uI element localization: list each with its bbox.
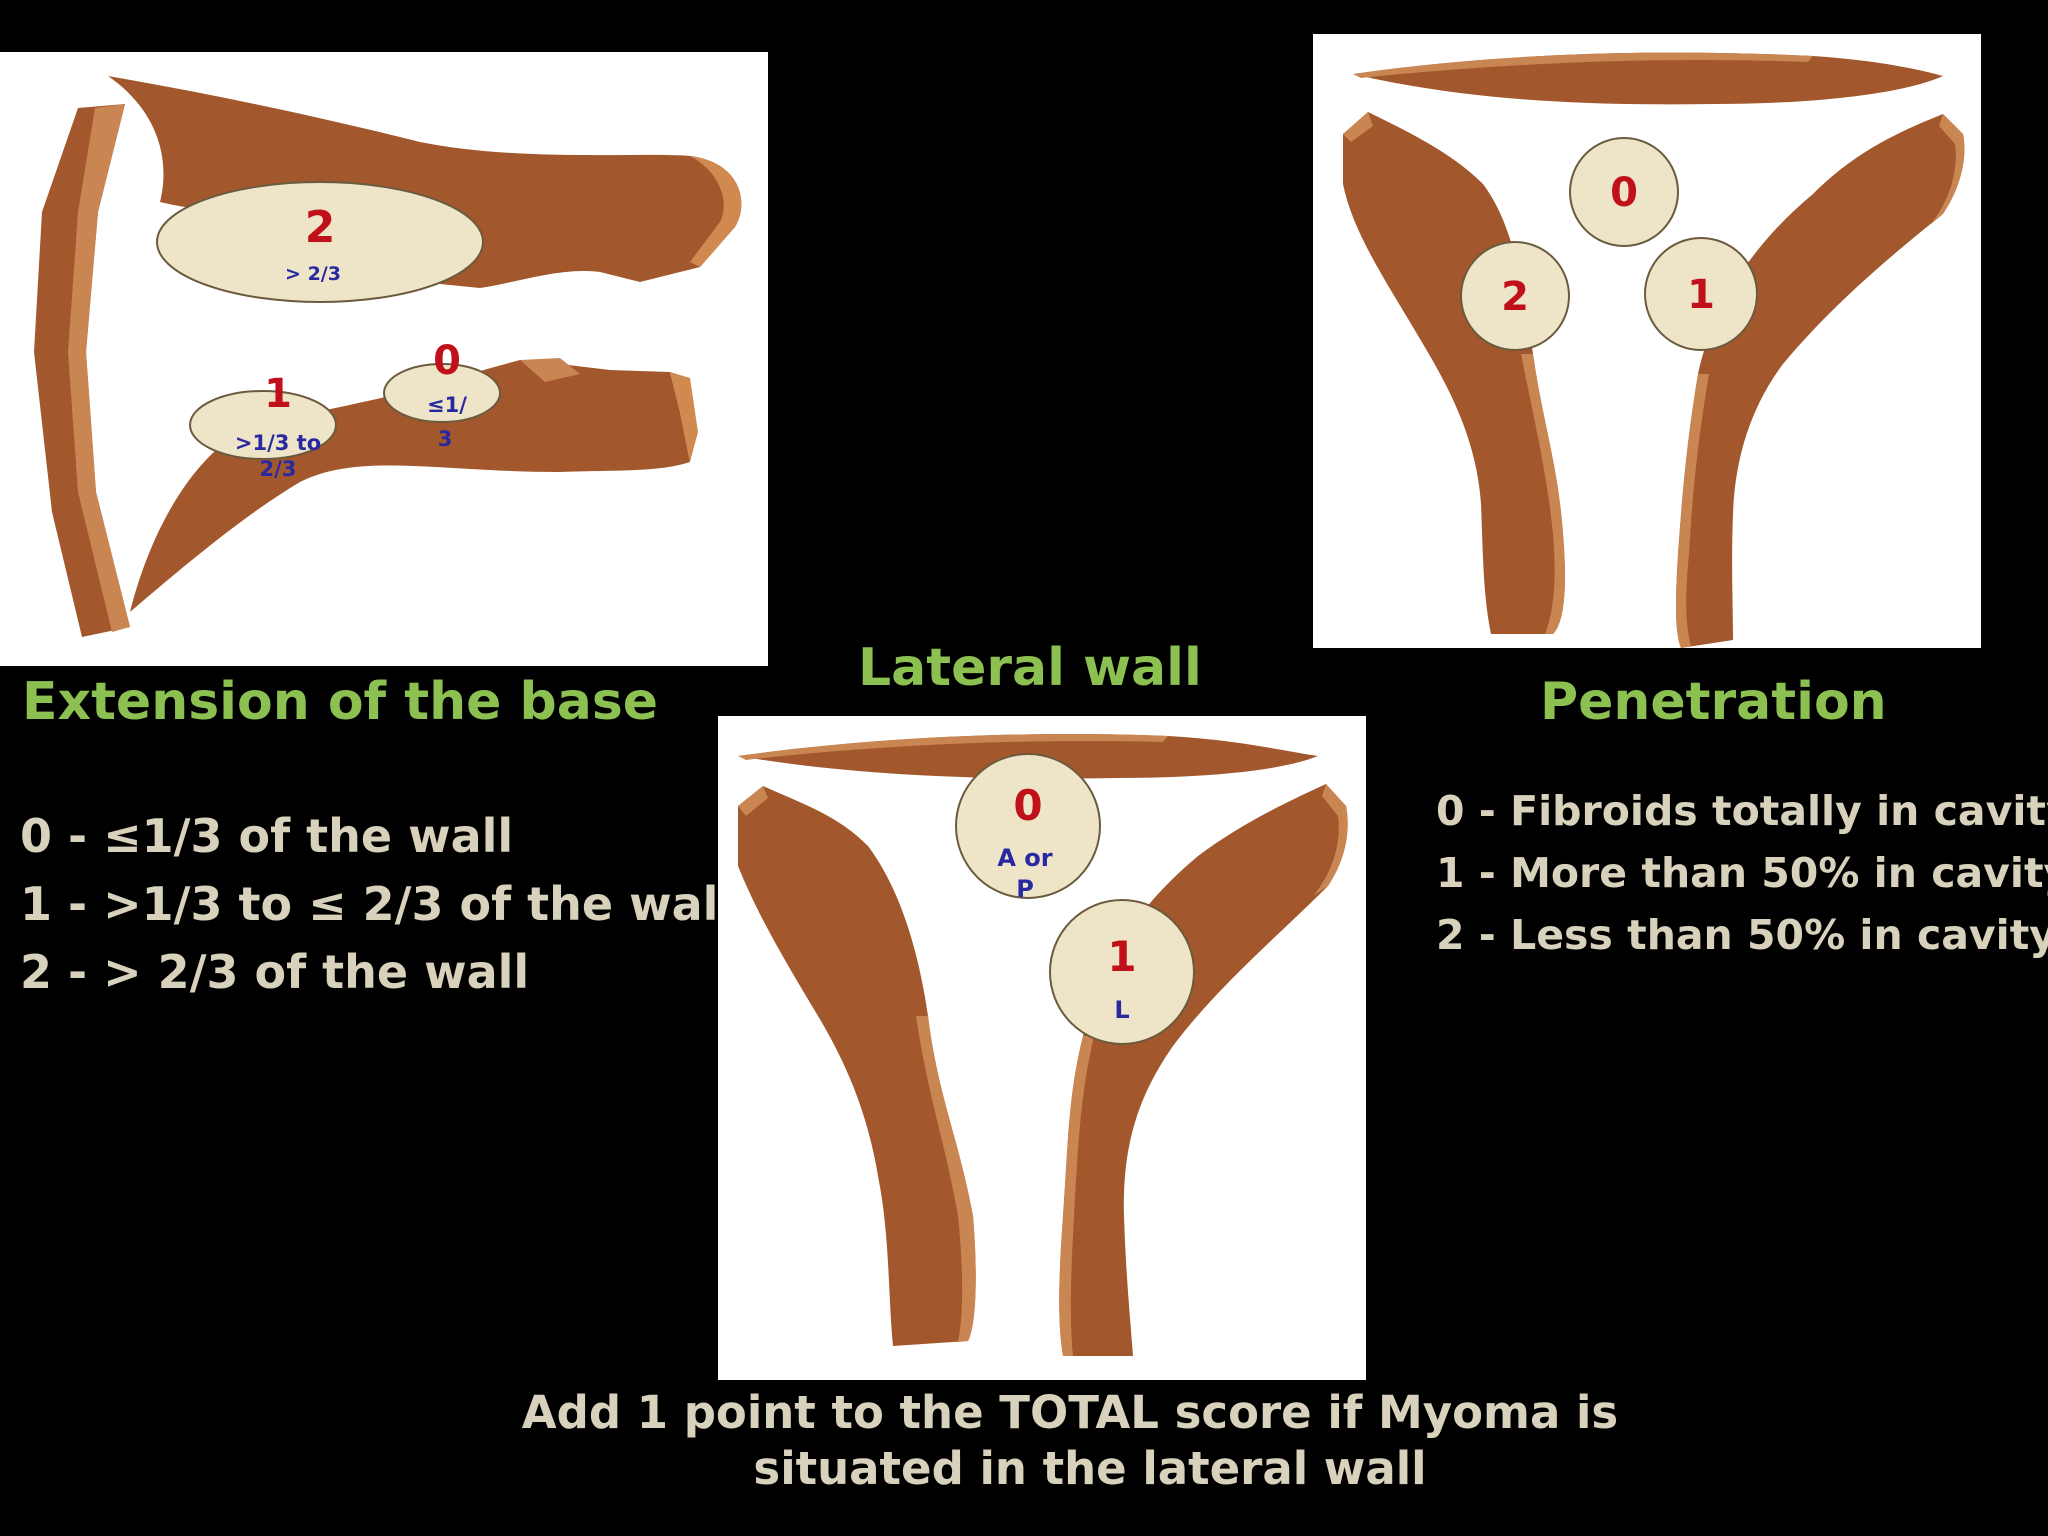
footer-line-2: situated in the lateral wall [753, 1442, 1427, 1496]
lower-muscle-edge [670, 372, 698, 462]
fibroid-penetration-2 [1460, 241, 1570, 351]
extension-item-2: 2 - > 2/3 of the wall [20, 945, 530, 999]
penetration-item-0: 0 - Fibroids totally in cavity [1436, 787, 2048, 835]
left-wall-plate-edge [68, 104, 130, 632]
lateral-footer-note: Add 1 point to the TOTAL score if Myoma … [420, 1385, 1720, 1498]
penetration-item-1: 1 - More than 50% in cavity [1436, 849, 2048, 897]
fibroid-medium-number: 1 [264, 371, 292, 417]
extension-item-1: 1 - >1/3 to ≤ 2/3 of the wall [20, 877, 735, 931]
fibroid-small-label-line1: ≤1/ [427, 393, 467, 417]
left-wall-edge [1521, 354, 1565, 634]
right-wall [1059, 784, 1348, 1356]
lateral-diagram: 0 A or P 1 L [738, 734, 1348, 1356]
fibroid-penetration-1 [1644, 237, 1758, 351]
fibroid-medium-label-line1: >1/3 to [235, 431, 321, 455]
fibroid-lateral-number: 1 [1107, 932, 1136, 981]
fibroid-large-number: 2 [305, 202, 336, 253]
footer-line-1: Add 1 point to the TOTAL score if Myoma … [521, 1386, 1619, 1439]
extension-item-0: 0 - ≤1/3 of the wall [20, 809, 514, 863]
penetration-heading: Penetration [1540, 672, 1887, 732]
lateral-heading: Lateral wall [858, 638, 1202, 698]
fibroid-medium-label-line2: 2/3 [260, 457, 297, 481]
extension-list: 0 - ≤1/3 of the wall 1 - >1/3 to ≤ 2/3 o… [20, 802, 734, 1006]
left-wall [738, 786, 976, 1346]
fibroid-ap-number: 0 [1013, 781, 1042, 830]
fibroid-large-label: > 2/3 [285, 263, 341, 285]
fibroid-penetration-1-number: 1 [1687, 272, 1715, 318]
right-wall-edge [1931, 114, 1965, 224]
fibroid-penetration-0-number: 0 [1610, 170, 1638, 216]
fibroid-ap-label-line1: A or [997, 844, 1052, 872]
extension-diagram: 2 > 2/3 1 >1/3 to 2/3 0 ≤1/ 3 [34, 76, 742, 637]
fibroid-medium [189, 390, 337, 460]
left-wall-edge [916, 1016, 976, 1342]
penetration-diagram-panel: 0 2 1 [1313, 34, 1981, 648]
fibroid-lateral-label: L [1114, 996, 1129, 1024]
fibroid-small-label-line2: 3 [438, 427, 453, 451]
lower-muscle-notch [520, 358, 580, 382]
fibroid-small-number: 0 [433, 338, 461, 384]
fundus-bar-edge [1353, 52, 1813, 78]
fibroid-large [156, 181, 484, 303]
penetration-diagram: 0 2 1 [1343, 52, 1965, 648]
lower-muscle-wall [130, 360, 690, 612]
fibroid-lateral [1049, 899, 1195, 1045]
fundus-bar-edge [738, 734, 1168, 760]
fibroid-penetration-0 [1569, 137, 1679, 247]
left-horn-edge [738, 786, 768, 816]
left-horn-edge [1343, 112, 1373, 142]
upper-muscle-wall [108, 76, 742, 288]
extension-diagram-panel: 2 > 2/3 1 >1/3 to 2/3 0 ≤1/ 3 [0, 52, 768, 666]
fibroid-small [383, 363, 501, 423]
extension-heading: Extension of the base [22, 672, 659, 732]
fibroid-anterior-posterior [955, 753, 1101, 899]
penetration-item-2: 2 - Less than 50% in cavity [1436, 911, 2048, 959]
upper-muscle-edge [690, 156, 742, 267]
right-wall-inner-edge [1676, 374, 1709, 648]
fibroid-ap-label-line2: P [1016, 875, 1034, 903]
right-wall [1676, 114, 1965, 648]
fibroid-penetration-2-number: 2 [1501, 274, 1529, 320]
penetration-list: 0 - Fibroids totally in cavity 1 - More … [1436, 780, 2048, 966]
lateral-diagram-panel: 0 A or P 1 L [718, 716, 1366, 1380]
right-wall-inner-edge [1059, 1036, 1094, 1356]
right-wall-edge [1313, 784, 1348, 896]
